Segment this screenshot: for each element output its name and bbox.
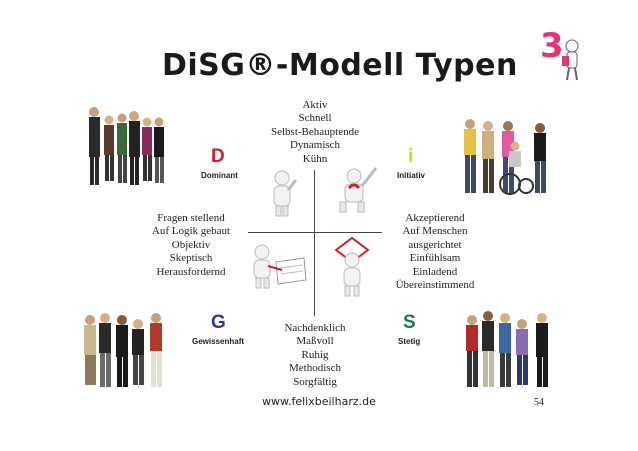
left-trait: Objektiv [171,238,211,251]
left-trait: Skeptisch [169,252,213,265]
right-trait: ausgerichtet [408,238,462,251]
quadrant-letter-i: i [408,146,414,167]
bottom-trait: Maßvoll [296,335,334,348]
people-group-bottom-left-image [84,313,162,387]
left-trait: Herausfordernd [156,265,226,278]
top-trait: Dynamisch [289,139,341,152]
right-trait: Übereinstimmend [395,279,475,292]
slide-title: DiSG®-Modell Typen [162,48,518,83]
people-group-top-left-image [89,107,164,185]
bottom-trait: Nachdenklich [284,322,346,334]
figure-d-icon [273,170,298,217]
quadrant-letter-g: G [211,312,226,333]
vertical-axis [314,170,315,316]
page-number: 54 [534,397,544,408]
left-trait: Fragen stellend [157,212,225,224]
right-trait: Auf Menschen [402,225,468,238]
people-group-bottom-right-image [466,311,548,387]
right-trait: Akzeptierend [405,212,465,224]
top-trait: Schnell [298,112,332,125]
quadrant-letter-d: D [211,146,225,167]
top-trait: Selbst-Behauptende [271,125,359,138]
right-trait: Einfühlsam [409,252,461,265]
figure-s-icon [334,236,370,297]
people-group-top-right-image [464,119,546,195]
right-trait: Einladend [412,265,458,278]
right-traits: Akzeptierend Auf Menschen ausgerichtet E… [388,212,482,292]
figure-g-icon [253,244,307,289]
logo-number: 3 [540,26,564,66]
bottom-trait: Ruhig [301,348,329,361]
bottom-trait: Sorgfältig [293,375,337,388]
footer-url: www.felixbeilharz.de [262,395,376,408]
corner-logo-icon: 3 [540,26,590,84]
left-trait: Auf Logik gebaut [151,225,231,238]
quadrant-label-i: Initiativ [397,171,426,180]
bottom-traits: Nachdenklich Maßvoll Ruhig Methodisch So… [268,322,362,389]
figure-i-icon [339,167,378,213]
top-trait: Kühn [302,152,328,165]
quadrant-label-d: Dominant [201,171,238,180]
quadrant-label-s: Stetig [398,337,421,346]
quadrant-letter-s: S [403,312,416,333]
left-traits: Fragen stellend Auf Logik gebaut Objekti… [135,212,247,279]
horizontal-axis [248,232,382,233]
bottom-trait: Methodisch [289,362,341,375]
top-trait: Aktiv [302,99,328,111]
top-traits: Aktiv Schnell Selbst-Behauptende Dynamis… [260,99,370,166]
quadrant-label-g: Gewissenhaft [192,337,245,346]
